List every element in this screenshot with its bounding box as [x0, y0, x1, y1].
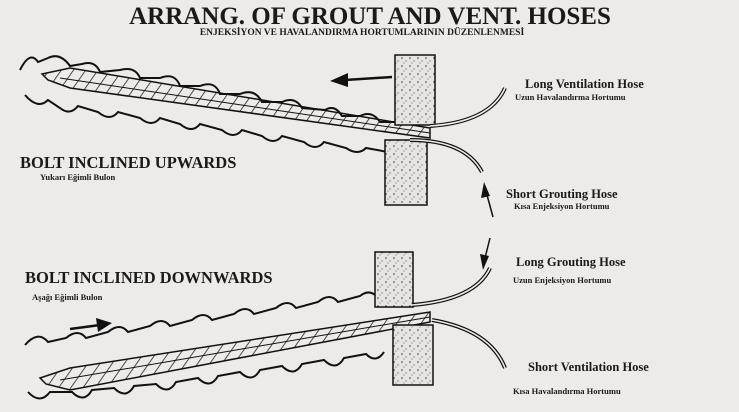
arrow-up-icon [481, 182, 494, 218]
upper-concrete-top [394, 54, 436, 126]
hose-label-short-grouting: Short Grouting Hose [506, 187, 618, 201]
title: ARRANG. OF GROUT AND VENT. HOSES [129, 3, 611, 30]
upper-heading: BOLT INCLINED UPWARDS [20, 153, 236, 172]
lower-borehole-bottom-wall [27, 351, 385, 400]
hose-label-short-ventilation: Short Ventilation Hose [528, 360, 649, 374]
hose-label-short-ventilation-tr: Kısa Havalandırma Hortumu [513, 386, 621, 396]
hose-label-long-ventilation-tr: Uzun Havalandırma Hortumu [515, 92, 626, 102]
upper-concrete-bottom [384, 139, 428, 206]
short-ventilation-hose-lower [431, 318, 507, 369]
long-ventilation-hose-upper [429, 87, 507, 128]
arrow-down-icon [480, 237, 491, 270]
upper-borehole-bottom-wall [24, 94, 389, 153]
lower-bolt-rod [38, 311, 431, 391]
arrow-right-icon [69, 318, 112, 332]
hose-label-long-ventilation: Long Ventilation Hose [525, 77, 644, 91]
lower-bolt-core [59, 316, 431, 381]
lower-concrete-bottom [392, 324, 434, 386]
lower-bolt-assembly [24, 251, 507, 400]
upper-borehole-top-wall [19, 55, 398, 123]
upper-heading-tr: Yukarı Eğimli Bulon [40, 172, 116, 182]
hose-label-long-grouting-tr: Uzun Enjeksiyon Hortumu [513, 275, 612, 285]
lower-concrete-top [374, 251, 414, 308]
subtitle: ENJEKSİYON VE HAVALANDIRMA HORTUMLARININ… [200, 25, 525, 38]
upper-bolt-rod [40, 67, 431, 139]
hose-label-short-grouting-tr: Kısa Enjeksiyon Hortumu [514, 201, 610, 211]
hose-label-long-grouting: Long Grouting Hose [516, 255, 626, 269]
upper-bolt-core [59, 77, 431, 134]
lower-heading: BOLT INCLINED DOWNWARDS [25, 268, 273, 287]
lower-borehole-top-wall [24, 291, 379, 346]
lower-heading-tr: Aşağı Eğimli Bulon [32, 292, 103, 302]
upper-bolt-assembly [19, 54, 507, 206]
long-grouting-hose-lower [411, 267, 492, 307]
arrow-left-icon [330, 73, 393, 87]
